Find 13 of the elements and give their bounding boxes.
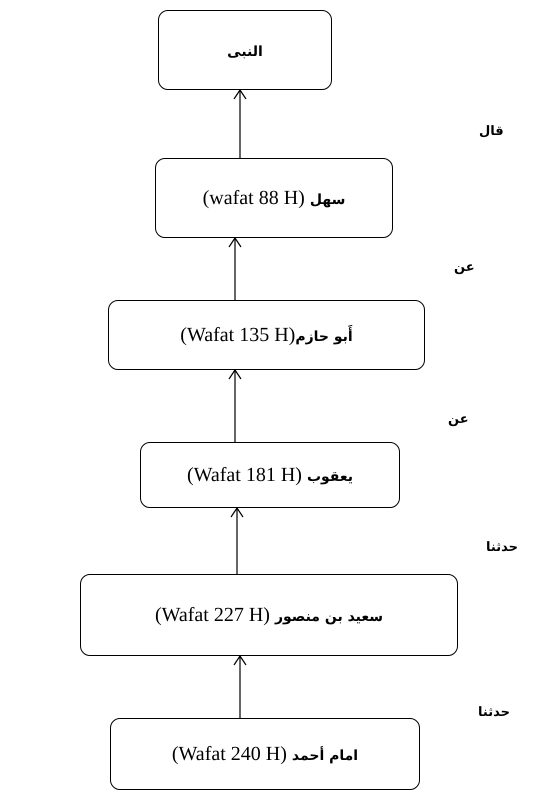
arrow <box>233 89 247 158</box>
rounded-box <box>110 718 420 790</box>
rounded-box <box>155 158 393 238</box>
transmission-word: قال <box>478 124 505 139</box>
rounded-box <box>108 300 425 370</box>
narrator-text: النبى <box>227 42 263 62</box>
rounded-box <box>158 10 332 90</box>
arrow <box>228 369 242 442</box>
arrow <box>228 237 242 300</box>
arrow <box>230 507 244 574</box>
arrow <box>233 655 247 718</box>
rounded-box <box>140 442 400 508</box>
rounded-box <box>80 574 458 656</box>
